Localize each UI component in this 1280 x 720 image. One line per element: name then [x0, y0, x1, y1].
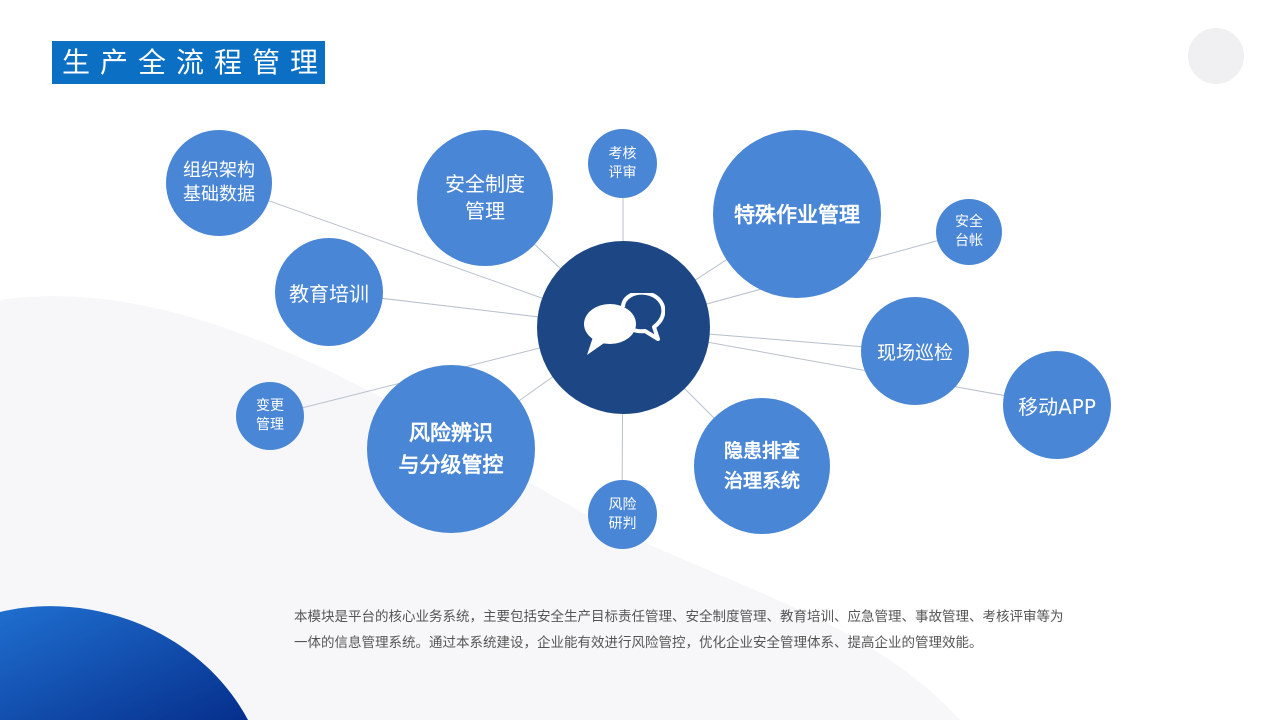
node-risk-judgment-line2: 研判 — [608, 515, 637, 532]
chat-bubbles-icon — [583, 292, 665, 355]
decorative-circle — [1188, 28, 1244, 84]
node-change[interactable]: 变更管理 — [236, 382, 304, 450]
node-safety-system-line1: 安全制度 — [445, 172, 525, 196]
node-special-work-label: 特殊作业管理 — [734, 203, 860, 227]
node-risk-control[interactable]: 风险辨识与分级管控 — [367, 365, 535, 533]
node-education[interactable]: 教育培训 — [275, 238, 383, 346]
node-risk-judgment-line1: 风险 — [608, 496, 637, 513]
node-mobile-app[interactable]: 移动APP — [1003, 351, 1111, 459]
node-risk-judgment[interactable]: 风险研判 — [588, 480, 657, 549]
node-change-line1: 变更 — [256, 398, 284, 414]
page-title: 生产全流程管理 — [52, 41, 325, 84]
node-inspection-label: 现场巡检 — [876, 341, 953, 364]
node-safety-ledger-line2: 台帐 — [955, 233, 983, 249]
node-safety-system-line2: 管理 — [465, 199, 505, 223]
node-change-line2: 管理 — [256, 417, 284, 433]
node-assessment[interactable]: 考核评审 — [588, 129, 657, 198]
central-hub — [537, 241, 710, 414]
node-org-line1: 组织架构 — [183, 160, 255, 181]
module-description: 本模块是平台的核心业务系统，主要包括安全生产目标责任管理、安全制度管理、教育培训… — [294, 609, 1064, 651]
node-safety-ledger-line1: 安全 — [955, 214, 983, 230]
corner-gradient-shape — [0, 606, 248, 720]
node-mobile-app-label: 移动APP — [1018, 394, 1096, 419]
node-safety-system[interactable]: 安全制度管理 — [417, 130, 553, 266]
node-risk-control-line2: 与分级管控 — [398, 453, 504, 477]
node-safety-ledger[interactable]: 安全台帐 — [936, 199, 1002, 265]
node-hidden-danger-line1: 隐患排查 — [723, 440, 800, 462]
node-special-work[interactable]: 特殊作业管理 — [713, 130, 881, 298]
node-risk-control-line1: 风险辨识 — [409, 421, 493, 445]
node-assessment-line2: 评审 — [608, 164, 637, 181]
node-org-line2: 基础数据 — [183, 184, 255, 205]
node-inspection[interactable]: 现场巡检 — [861, 297, 969, 405]
node-education-label: 教育培训 — [289, 281, 369, 306]
node-org[interactable]: 组织架构基础数据 — [166, 130, 272, 236]
node-hidden-danger-line2: 治理系统 — [723, 470, 800, 492]
node-hidden-danger[interactable]: 隐患排查治理系统 — [694, 398, 830, 534]
node-assessment-line1: 考核 — [608, 145, 637, 162]
